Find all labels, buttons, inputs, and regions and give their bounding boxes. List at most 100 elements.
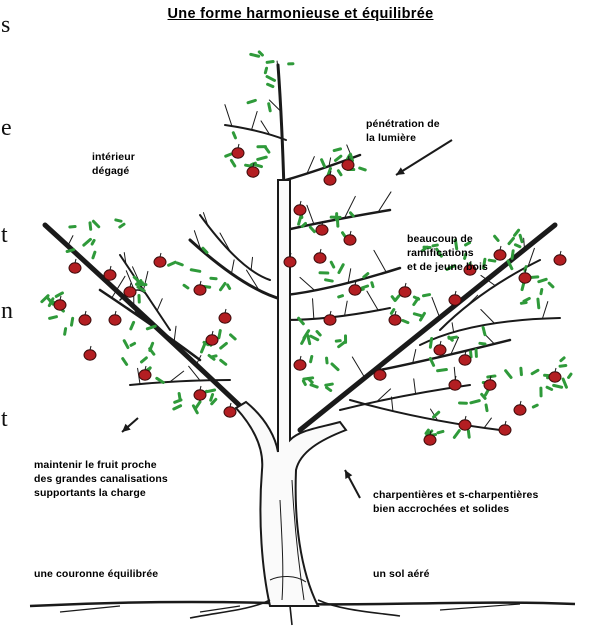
leaf — [563, 379, 566, 387]
leaf — [231, 160, 234, 166]
leaf — [334, 149, 340, 151]
fruit — [399, 287, 411, 297]
fruit — [449, 380, 461, 390]
leaf — [521, 368, 522, 374]
leaf — [231, 335, 236, 339]
leaf — [515, 230, 519, 235]
leaf — [515, 245, 519, 247]
leaf — [265, 147, 268, 152]
fruit — [459, 355, 471, 365]
margin-fragment: n — [1, 298, 13, 325]
leaf — [124, 341, 128, 348]
leaf — [339, 296, 343, 297]
leaf — [414, 314, 422, 316]
leaf — [560, 365, 566, 366]
leaf — [184, 285, 188, 288]
leaf — [175, 400, 181, 402]
leaf — [423, 295, 429, 296]
leaf — [259, 52, 262, 55]
leaf — [350, 154, 352, 160]
fruit — [219, 313, 231, 323]
leaf — [196, 402, 200, 408]
fruit — [109, 315, 121, 325]
fruit — [314, 253, 326, 263]
twig — [174, 326, 176, 341]
leaf — [486, 405, 487, 411]
leaf — [317, 332, 320, 336]
leaf — [549, 283, 553, 287]
leaf — [179, 393, 180, 399]
twig — [252, 111, 258, 129]
fruit — [104, 270, 116, 280]
leaf — [332, 364, 338, 370]
leaf — [454, 431, 459, 438]
leaf — [520, 235, 522, 241]
leaf — [541, 290, 542, 294]
fruit — [154, 257, 166, 267]
label-penetration-lumiere: pénétration de la lumière — [366, 117, 440, 145]
leaf — [221, 343, 227, 348]
twig — [157, 299, 162, 311]
fruit — [374, 370, 386, 380]
twig — [413, 349, 416, 363]
fruit — [514, 405, 526, 415]
leaf — [372, 283, 373, 287]
leaf — [228, 285, 230, 288]
twig — [352, 357, 365, 378]
leaf — [303, 381, 305, 385]
fruit — [484, 380, 496, 390]
fruit — [324, 175, 336, 185]
leaf — [120, 224, 124, 227]
leaf — [339, 265, 343, 273]
fruit — [84, 350, 96, 360]
leaf — [70, 227, 75, 228]
fruit — [284, 257, 296, 267]
leaf — [522, 283, 524, 290]
leaf — [93, 252, 95, 258]
fruit — [549, 372, 561, 382]
leaf — [569, 374, 571, 377]
leaf — [335, 156, 340, 160]
leaf — [174, 406, 181, 409]
leaf — [430, 339, 431, 348]
twig — [542, 302, 547, 319]
fruit — [459, 420, 471, 430]
leaf — [220, 283, 224, 289]
fruit — [294, 360, 306, 370]
branch — [380, 340, 510, 370]
fruit — [316, 225, 328, 235]
fruit — [349, 285, 361, 295]
leaf — [480, 343, 485, 344]
leaf — [489, 260, 495, 261]
branch — [286, 308, 390, 320]
leaf — [438, 370, 447, 371]
branch — [286, 268, 400, 295]
label-interieur-degage: intérieur dégagé — [92, 150, 135, 178]
leaf — [65, 329, 66, 335]
leaf — [471, 352, 472, 357]
leaf — [251, 54, 259, 56]
leaf — [268, 84, 273, 86]
leaf — [533, 405, 537, 407]
fruit — [224, 407, 236, 417]
leaf — [269, 104, 270, 111]
margin-fragment: s — [1, 12, 10, 39]
leaf — [547, 387, 552, 389]
fruit — [194, 390, 206, 400]
diagram-title: Une forme harmonieuse et équilibrée — [0, 6, 601, 22]
fruit — [247, 167, 259, 177]
leaf — [92, 240, 94, 244]
twig — [68, 236, 73, 246]
leaf — [414, 297, 418, 299]
leaf — [50, 317, 57, 319]
margin-fragment: t — [1, 406, 8, 433]
margin-fragment: e — [1, 115, 12, 142]
twig — [345, 301, 348, 316]
leaf — [141, 358, 146, 362]
leaf — [265, 68, 266, 73]
branch — [200, 215, 270, 280]
label-ramifications: beaucoup de ramifications et de jeune bo… — [407, 232, 488, 274]
leaf — [327, 388, 331, 391]
leaf — [207, 390, 215, 392]
